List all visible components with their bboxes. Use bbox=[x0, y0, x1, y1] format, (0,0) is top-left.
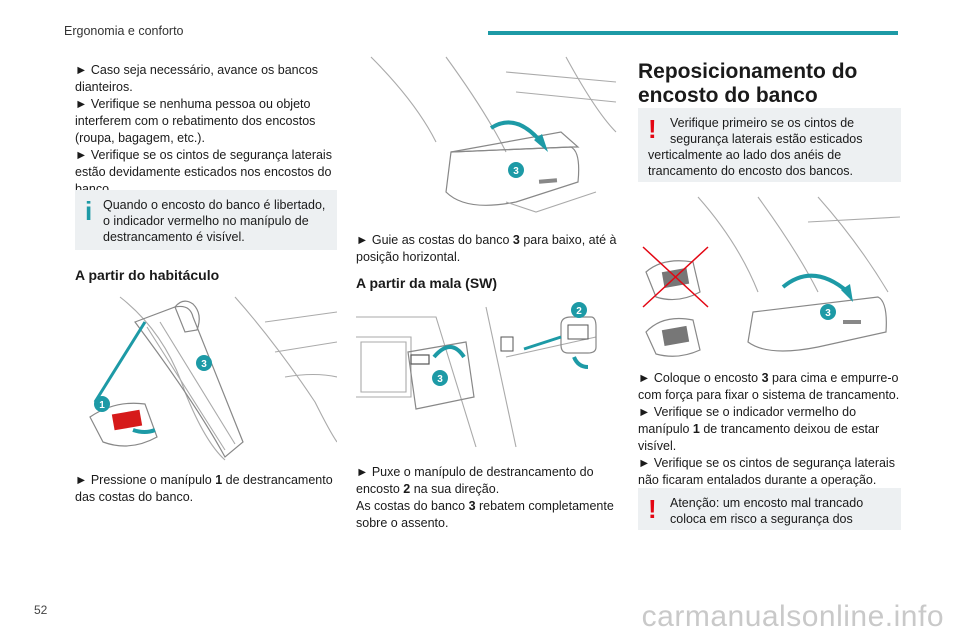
step-ref: 2 bbox=[403, 482, 411, 496]
watermark: carmanualsonline.info bbox=[641, 600, 944, 633]
step-text: ► Verifique se nenhuma pessoa ou objeto … bbox=[75, 97, 316, 145]
step-text: ► Pressione o manípulo bbox=[75, 473, 216, 487]
step-ref: 3 bbox=[468, 499, 476, 513]
info-box: i Quando o encosto do banco é libertado,… bbox=[75, 190, 337, 250]
step-ref: 1 bbox=[215, 473, 223, 487]
step-text: ► Coloque o encosto bbox=[638, 371, 762, 385]
col1-step-after: ► Pressione o manípulo 1 de destrancamen… bbox=[75, 472, 337, 506]
col3-steps: ► Coloque o encosto 3 para cima e empurr… bbox=[638, 370, 902, 489]
callout-number: 3 bbox=[825, 308, 831, 319]
step-text: ► Caso seja necessário, avance os bancos… bbox=[75, 63, 319, 94]
warning-box: ! Verifique primeiro se os cintos de seg… bbox=[638, 108, 901, 182]
page-number: 52 bbox=[34, 603, 48, 617]
step-ref: 3 bbox=[761, 371, 769, 385]
warning-icon: ! bbox=[648, 114, 657, 144]
callout-number: 3 bbox=[513, 166, 519, 177]
callout-badge bbox=[94, 396, 110, 412]
step-text: ► Guie as costas do banco bbox=[356, 233, 513, 247]
callout-number: 2 bbox=[576, 306, 582, 317]
illustration-seat-reposition: 3 bbox=[642, 196, 900, 357]
subheading: A partir da mala (SW) bbox=[356, 275, 498, 291]
callout-badge bbox=[571, 302, 587, 318]
callout-badge bbox=[820, 304, 836, 320]
step-text: ► Verifique se os cintos de segurança la… bbox=[638, 456, 895, 487]
step-ref: 1 bbox=[692, 422, 700, 436]
info-icon: i bbox=[85, 196, 93, 226]
col1-steps: ► Caso seja necessário, avance os bancos… bbox=[75, 62, 337, 198]
step-text: ► Puxe o manípulo de destrancamento do e… bbox=[356, 465, 594, 496]
callout-number: 1 bbox=[99, 400, 105, 411]
step-ref: 3 bbox=[512, 233, 520, 247]
col2-step1: ► Guie as costas do banco 3 para baixo, … bbox=[356, 232, 618, 266]
warning-text-line1: Verifique primeiro se os cintos de bbox=[670, 116, 855, 130]
step-text: de destrancamento das costas do banco. bbox=[75, 473, 333, 504]
step-text: ► Verifique se o indicador vermelho do m… bbox=[638, 405, 857, 436]
info-text-line1: Quando o encosto do banco é libertado, bbox=[103, 198, 326, 212]
col2-steps2: ► Puxe o manípulo de destrancamento do e… bbox=[356, 464, 618, 532]
step-text: rebatem completamente sobre o assento. bbox=[356, 499, 614, 530]
step-text: na sua direção. bbox=[410, 482, 500, 496]
warning-box: ! Atenção: um encosto mal trancado coloc… bbox=[638, 488, 901, 530]
warning-text-rest: segurança laterais estão esticados verti… bbox=[648, 132, 863, 178]
callout-badge bbox=[196, 355, 212, 371]
step-text: para cima e empurre-o com força para fix… bbox=[638, 371, 900, 402]
warning-text-line1: Atenção: um encosto mal trancado bbox=[670, 496, 864, 510]
callout-number: 3 bbox=[437, 374, 443, 385]
callout-badge bbox=[432, 370, 448, 386]
illustration-trunk: 2 3 bbox=[356, 302, 597, 448]
info-text-rest: o indicador vermelho no manípulo de dest… bbox=[103, 214, 309, 244]
callout-badge bbox=[508, 162, 524, 178]
step-text: As costas do banco bbox=[356, 499, 469, 513]
accent-bar bbox=[488, 31, 898, 35]
section-title: Ergonomia e conforto bbox=[64, 24, 184, 38]
warning-icon: ! bbox=[648, 494, 657, 524]
callout-number: 3 bbox=[201, 359, 207, 370]
section-heading: Reposicionamento do encosto do banco bbox=[638, 60, 858, 107]
illustration-seat-cabin: 3 1 bbox=[89, 296, 337, 461]
step-text: de trancamento deixou de estar visível. bbox=[638, 422, 880, 453]
step-text: para baixo, até à posição horizontal. bbox=[356, 233, 617, 264]
warning-text-line2: coloca em risco a segurança dos bbox=[670, 512, 853, 526]
subheading: A partir do habitáculo bbox=[75, 267, 220, 283]
illustration-seat-folding: 3 bbox=[370, 56, 617, 213]
